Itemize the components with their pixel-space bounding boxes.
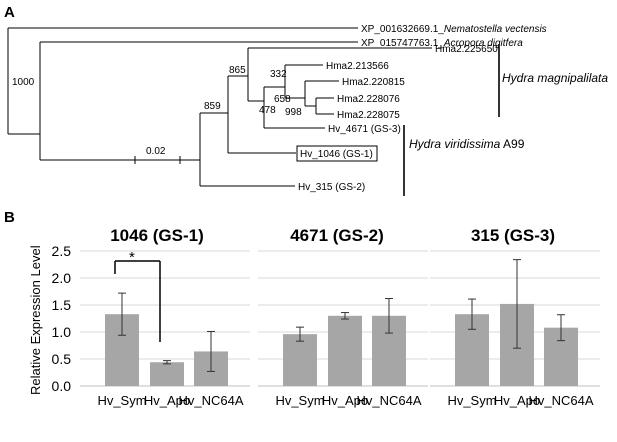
y-tick-label: 2.5 <box>52 243 72 259</box>
significance-bracket <box>114 260 161 342</box>
taxon-label: Hv_4671 (GS-3) <box>328 124 401 135</box>
y-tick-label: 1.0 <box>52 324 72 340</box>
category-label: Hv_Sym <box>447 393 496 408</box>
taxon-label: Hma2.213566 <box>326 61 389 72</box>
panel-a-label: A <box>4 4 15 21</box>
taxon-label: Hma2.228075 <box>337 110 400 121</box>
taxon-label: Hma2.220815 <box>342 77 405 88</box>
scale-bar <box>134 156 181 164</box>
bootstrap-value: 332 <box>270 69 287 80</box>
clade-label: Hydra viridissima A99 <box>409 137 525 151</box>
taxon-label: XP_001632669.1_Nematostella vectensis <box>361 24 547 35</box>
taxon-label: Hma2.225650 <box>435 44 498 55</box>
bar <box>150 362 184 386</box>
bootstrap-value: 1000 <box>12 77 35 88</box>
chart-title: 315 (GS-3) <box>471 226 555 245</box>
bootstrap-value: 478 <box>259 105 276 116</box>
category-label: Hv_Sym <box>97 393 146 408</box>
bootstrap-value: 859 <box>204 101 221 112</box>
panel-b-label: B <box>4 209 15 226</box>
category-label: Hv_Apo <box>322 393 368 408</box>
category-label: Hv_Apo <box>144 393 190 408</box>
y-tick-label: 0.5 <box>52 351 72 367</box>
category-label: Hv_NC64A <box>356 393 421 408</box>
bootstrap-value: 658 <box>274 94 291 105</box>
tree-branches <box>7 27 432 187</box>
category-label: Hv_NC64A <box>178 393 243 408</box>
category-label: Hv_Apo <box>494 393 540 408</box>
chart-title: 4671 (GS-2) <box>290 226 384 245</box>
y-tick-label: 2.0 <box>52 270 72 286</box>
y-tick-label: 0.0 <box>52 378 72 394</box>
y-tick-label: 1.5 <box>52 297 72 313</box>
y-axis-label: Relative Expression Level <box>28 245 43 395</box>
significance-marker: * <box>129 249 135 266</box>
bootstrap-value: 865 <box>229 65 246 76</box>
highlight-box <box>296 145 378 162</box>
bar <box>283 334 317 386</box>
clade-label: Hydra magnipalilata <box>502 71 608 85</box>
category-label: Hv_NC64A <box>528 393 593 408</box>
taxon-label: Hma2.228076 <box>337 94 400 105</box>
taxon-label: XP_015747763.1_Acropora digitfera <box>361 38 523 49</box>
category-label: Hv_Sym <box>275 393 324 408</box>
taxon-label: Hv_1046 (GS-1) <box>300 149 373 160</box>
scale-bar-label: 0.02 <box>146 146 166 157</box>
bootstrap-value: 998 <box>285 107 302 118</box>
chart-title: 1046 (GS-1) <box>110 226 204 245</box>
taxon-label: Hv_315 (GS-2) <box>298 182 365 193</box>
bar <box>328 315 362 386</box>
